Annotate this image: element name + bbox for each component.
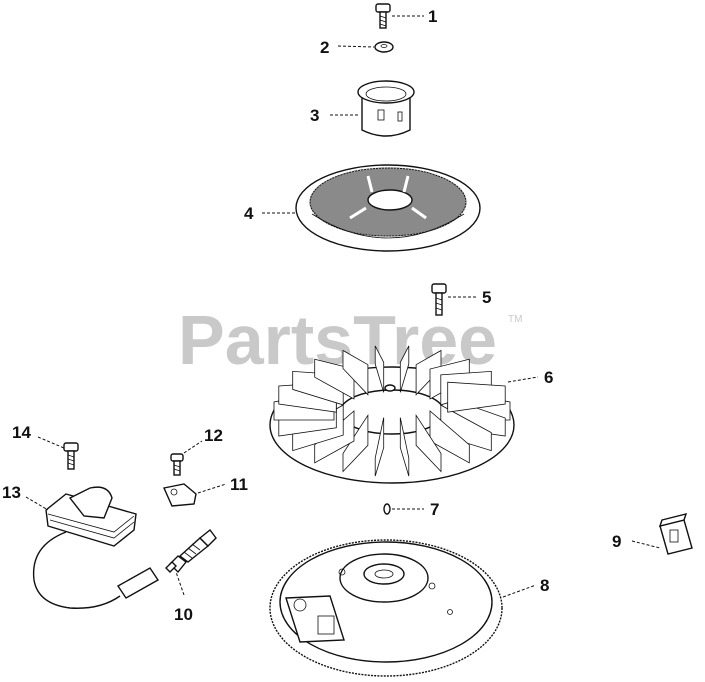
fan-blade (374, 417, 385, 477)
leader-lines (25, 15, 661, 598)
fan-blade (342, 413, 369, 473)
callout-1: 1 (428, 7, 437, 26)
part-3-cup[interactable] (357, 80, 415, 137)
part-11-clip[interactable] (163, 483, 197, 507)
part-10-spark-plug[interactable] (165, 529, 217, 574)
part-14-screw[interactable] (63, 442, 79, 470)
callout-13: 13 (2, 483, 21, 502)
fan-blade (440, 404, 492, 452)
callout-12: 12 (204, 426, 223, 445)
callout-10: 10 (174, 605, 193, 624)
fan-blade (429, 410, 470, 464)
part-5-bolt[interactable] (431, 283, 447, 316)
part-12-screw[interactable] (170, 453, 184, 476)
callout-14: 14 (12, 423, 31, 442)
callout-5: 5 (482, 288, 491, 307)
watermark-trademark: TM (508, 314, 522, 325)
callout-8: 8 (540, 576, 549, 595)
callout-labels: 1 2 3 4 5 6 7 8 9 10 11 12 13 14 (2, 7, 621, 624)
fan-blade (342, 349, 369, 396)
part-9-connector[interactable] (658, 513, 693, 555)
callout-6: 6 (544, 368, 553, 387)
part-8-flywheel[interactable] (269, 539, 503, 677)
callout-3: 3 (310, 106, 319, 125)
part-4-grass-screen[interactable] (295, 164, 481, 252)
part-6-fan[interactable] (269, 345, 515, 484)
fan-blade (399, 345, 410, 393)
part-7-key[interactable] (383, 503, 391, 515)
part-13-ignition-module[interactable] (32, 486, 160, 609)
part-1-screw[interactable] (375, 3, 391, 29)
callout-7: 7 (430, 500, 439, 519)
callout-11: 11 (230, 475, 248, 494)
fan-blade (447, 381, 506, 413)
fan-blade (415, 413, 442, 473)
fan-blade (399, 417, 410, 477)
fan-blade (374, 345, 385, 393)
callout-9: 9 (612, 532, 621, 551)
callout-4: 4 (244, 204, 254, 223)
callout-2: 2 (320, 38, 329, 57)
part-2-washer[interactable] (374, 41, 394, 53)
